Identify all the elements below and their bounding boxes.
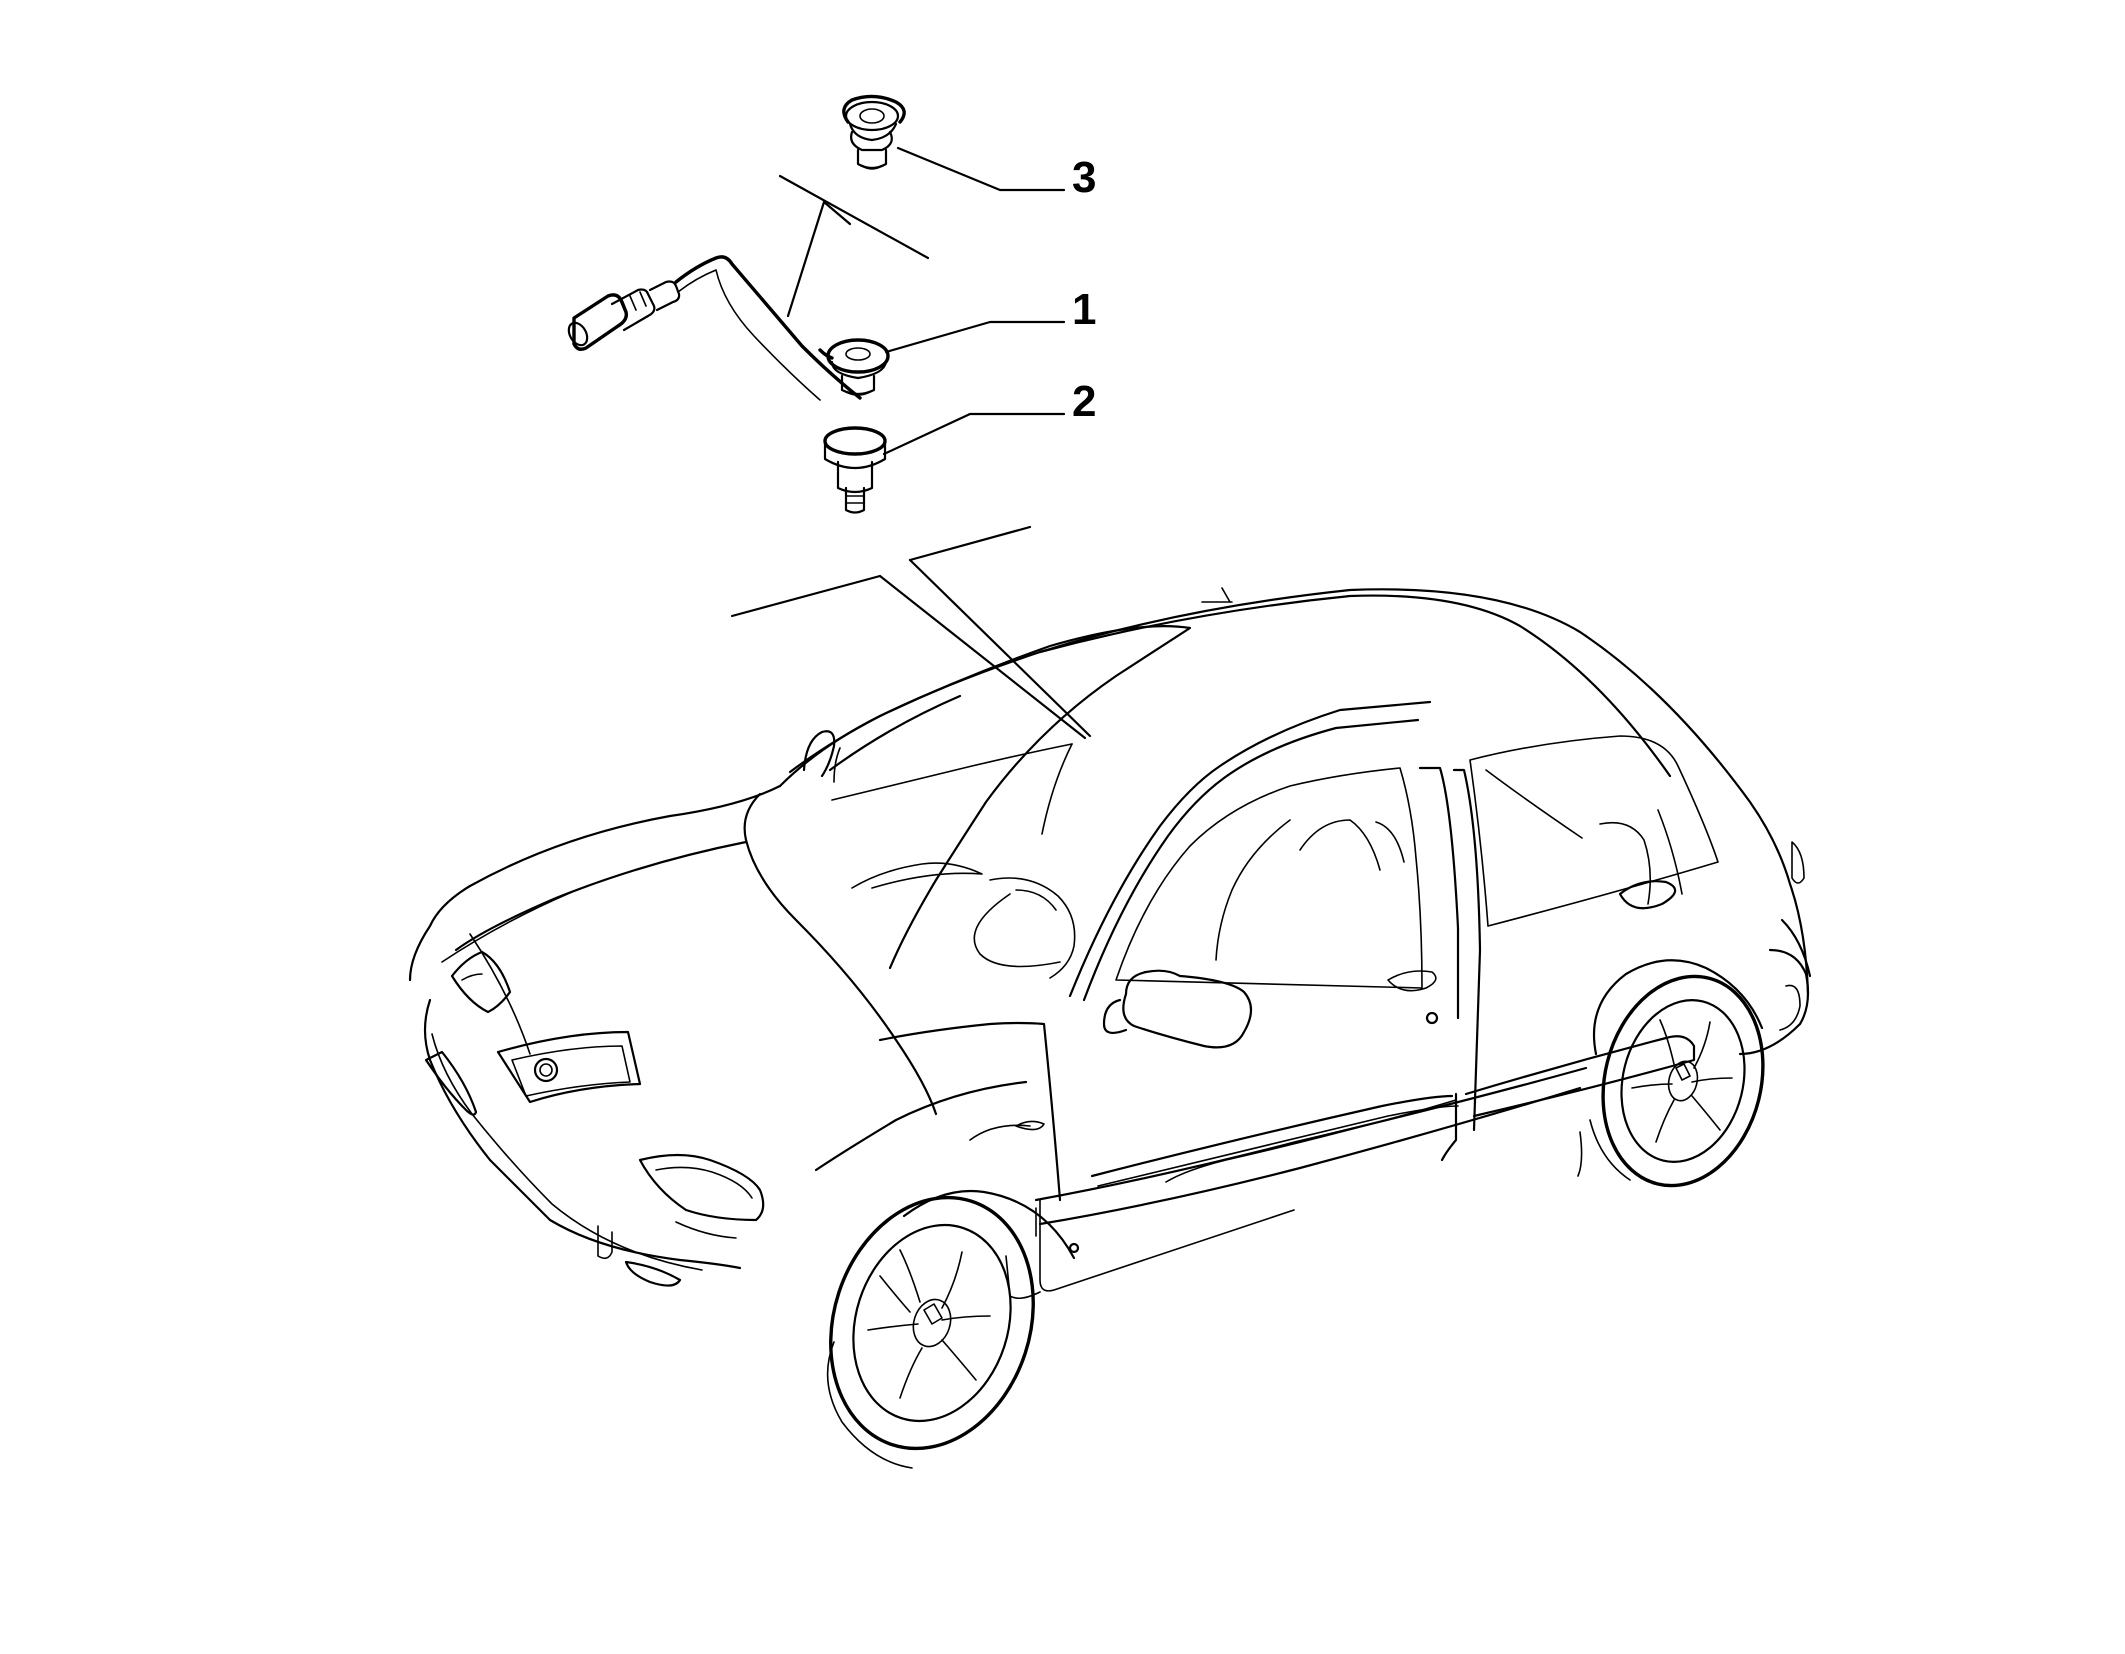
part-3-grommet-icon[interactable] <box>842 94 906 170</box>
location-pointer-parts <box>778 174 930 318</box>
leader-line-3 <box>896 146 1066 192</box>
leader-line-1 <box>884 320 1066 354</box>
part-2-screw-icon[interactable] <box>823 426 887 514</box>
leader-line-2 <box>882 412 1066 456</box>
location-pointer-car <box>730 525 1092 740</box>
callout-label-1: 1 <box>1072 285 1096 334</box>
part-1-sensor-icon[interactable] <box>565 255 890 401</box>
callout-label-2: 2 <box>1072 377 1096 426</box>
callout-label-3: 3 <box>1072 153 1096 202</box>
car-illustration-icon <box>408 587 1812 1469</box>
